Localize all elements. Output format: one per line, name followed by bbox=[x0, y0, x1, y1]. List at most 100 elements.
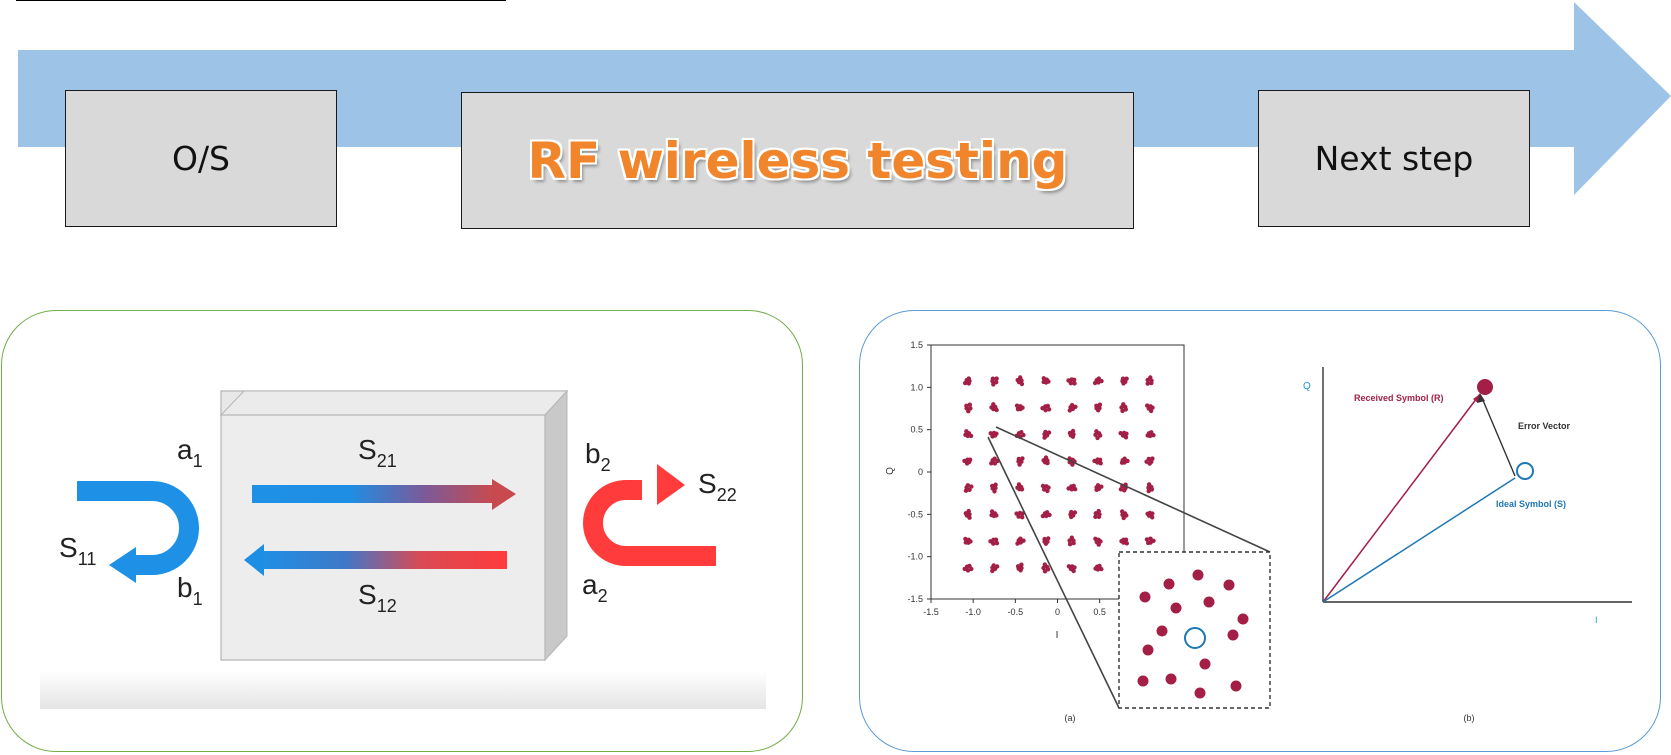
s11-label: S11 bbox=[59, 532, 96, 569]
s21-arrow-head bbox=[492, 479, 516, 510]
i-axis-label: I bbox=[1595, 615, 1598, 625]
device-box-front bbox=[220, 414, 546, 661]
constellation-point bbox=[1095, 483, 1101, 488]
received-symbol-label: Received Symbol (R) bbox=[1354, 393, 1444, 403]
constellation-point bbox=[990, 376, 996, 381]
s12-arrow-head bbox=[244, 544, 264, 576]
stage-next-step[interactable]: Next step bbox=[1258, 90, 1530, 227]
zoom-line-lower bbox=[987, 436, 1120, 709]
s21-label: S21 bbox=[358, 434, 397, 471]
constellation-point bbox=[1094, 487, 1099, 492]
constellation-point bbox=[993, 404, 998, 410]
constellation-point bbox=[1070, 428, 1076, 434]
constellation-point bbox=[1069, 487, 1074, 492]
constellation-point bbox=[1069, 514, 1074, 520]
constellation-point bbox=[994, 513, 999, 518]
constellation-point bbox=[1145, 433, 1150, 438]
constellation-point bbox=[966, 431, 972, 436]
constellation-point bbox=[1019, 487, 1025, 492]
constellation-point bbox=[1098, 461, 1103, 466]
constellation-point bbox=[1043, 429, 1048, 435]
constellation-point bbox=[1095, 435, 1100, 441]
constellation-point bbox=[1067, 542, 1073, 547]
constellation-point bbox=[963, 432, 968, 437]
constellation-point bbox=[994, 376, 999, 381]
zoom-point bbox=[1156, 625, 1168, 637]
x-tick-label: -1.0 bbox=[965, 607, 981, 617]
constellation-point bbox=[1020, 405, 1025, 410]
constellation-point bbox=[969, 484, 974, 489]
y-tick-label: 0 bbox=[918, 467, 923, 477]
constellation-point bbox=[1093, 514, 1098, 519]
constellation-point bbox=[969, 566, 974, 572]
constellation-point bbox=[1094, 539, 1099, 545]
ideal-symbol-label: Ideal Symbol (S) bbox=[1496, 499, 1566, 509]
constellation-x-label: I bbox=[1056, 630, 1059, 641]
x-tick-label: -0.5 bbox=[1008, 607, 1024, 617]
constellation-point bbox=[965, 568, 971, 573]
reflection-floor bbox=[40, 671, 766, 709]
constellation-point bbox=[1123, 537, 1129, 542]
top-rule bbox=[16, 0, 506, 1]
constellation-point bbox=[965, 483, 971, 488]
constellation-point bbox=[1151, 433, 1156, 438]
constellation-point bbox=[1044, 513, 1049, 519]
constellation-point bbox=[994, 431, 999, 436]
y-tick-label: 0.5 bbox=[910, 425, 923, 435]
zoom-point bbox=[1142, 644, 1154, 656]
constellation-point bbox=[1120, 512, 1125, 517]
constellation-point bbox=[1144, 537, 1150, 542]
constellation-point bbox=[1071, 483, 1076, 489]
constellation-point bbox=[1097, 457, 1103, 462]
zoom-point bbox=[1194, 687, 1206, 699]
error-vector-head bbox=[1477, 393, 1485, 403]
constellation-point bbox=[1097, 563, 1102, 569]
constellation-point bbox=[1045, 403, 1050, 409]
constellation-point bbox=[963, 540, 968, 545]
s11-arrow-head bbox=[109, 547, 136, 583]
constellation-point bbox=[1146, 485, 1151, 490]
b2-label: b2 bbox=[585, 438, 611, 475]
constellation-point bbox=[1121, 381, 1126, 386]
zoom-point bbox=[1165, 673, 1177, 685]
constellation-point bbox=[1041, 487, 1047, 492]
constellation-point bbox=[1019, 562, 1024, 567]
y-tick-label: 1.0 bbox=[910, 382, 923, 392]
stage-rf-wireless-testing[interactable]: RF wireless testing bbox=[461, 92, 1134, 229]
zoom-point bbox=[1170, 602, 1182, 614]
stage-next-label: Next step bbox=[1314, 139, 1474, 178]
zoom-line-upper bbox=[995, 426, 1271, 553]
device-box-side bbox=[544, 389, 568, 662]
constellation-point bbox=[1122, 488, 1127, 493]
constellation-point bbox=[1146, 540, 1151, 546]
constellation-point bbox=[1042, 569, 1048, 574]
constellation-point bbox=[1095, 460, 1100, 465]
constellation-point bbox=[992, 566, 998, 572]
constellation-point bbox=[1145, 381, 1150, 386]
constellation-point bbox=[1071, 540, 1076, 546]
stage-os[interactable]: O/S bbox=[65, 90, 337, 227]
y-tick-label: -1.5 bbox=[907, 594, 923, 604]
constellation-point bbox=[1020, 515, 1025, 520]
constellation-point bbox=[1124, 541, 1129, 546]
constellation-points bbox=[962, 375, 1156, 574]
y-tick-label: -1.0 bbox=[907, 552, 923, 562]
s22-arrow-head bbox=[657, 464, 685, 505]
constellation-point bbox=[993, 537, 999, 542]
constellation-point bbox=[1015, 485, 1020, 490]
constellation-point bbox=[1041, 379, 1046, 385]
x-tick-label: 0.5 bbox=[1093, 607, 1106, 617]
constellation-point bbox=[1150, 405, 1155, 410]
constellation-y-label: Q bbox=[885, 467, 896, 475]
constellation-point bbox=[1096, 380, 1101, 385]
evm-panel: -1.5-1.0-0.500.51.01.5 1.51.00.50-0.5-1.… bbox=[859, 310, 1661, 752]
constellation-point bbox=[1014, 403, 1020, 408]
constellation-point bbox=[1045, 460, 1050, 466]
constellation-point bbox=[1046, 485, 1051, 490]
zoom-point bbox=[1199, 658, 1211, 670]
constellation-point bbox=[1046, 407, 1052, 412]
constellation-point bbox=[964, 403, 969, 408]
constellation-point bbox=[994, 541, 1000, 546]
b1-label: b1 bbox=[177, 572, 203, 609]
zoom-point bbox=[1203, 596, 1215, 608]
